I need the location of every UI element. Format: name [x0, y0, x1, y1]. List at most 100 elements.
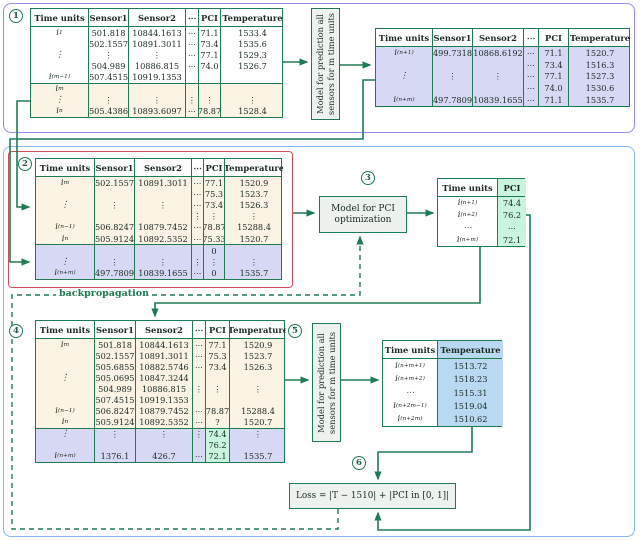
cell: 73.4	[206, 361, 230, 373]
cell: 73.4	[199, 38, 221, 50]
cell: 72.1	[206, 450, 230, 463]
model-pci-label: Model for PCI optimization	[331, 203, 395, 225]
column-header: Time units	[36, 321, 95, 338]
cell	[473, 58, 524, 71]
cell	[199, 71, 221, 83]
cell: 1510.62	[438, 412, 503, 427]
cell: ⋮	[95, 428, 136, 440]
cell	[36, 361, 95, 373]
cell	[186, 71, 199, 83]
cell: ⋯	[186, 38, 199, 50]
cell: 1513.72	[438, 359, 503, 373]
cell: ⋮	[204, 256, 225, 268]
cell: 10839.1655	[473, 94, 524, 106]
cell	[135, 245, 192, 257]
cell: i(n−1)	[36, 405, 95, 417]
cell: 502.1557	[95, 350, 136, 362]
cell: ⋮	[199, 94, 221, 106]
table-row: i(n+1)74.4	[438, 197, 526, 210]
cell: 15288.4	[237, 222, 271, 233]
cell: 1526.3	[243, 361, 273, 372]
cell: ⋯	[524, 58, 539, 71]
cell: 501.818	[89, 27, 129, 39]
cell: ⋮	[36, 256, 95, 268]
cell: 74.0	[539, 82, 569, 95]
cell: 75.3	[204, 188, 225, 200]
cell: 76.2	[206, 439, 230, 451]
cell: 497.7809	[95, 267, 135, 279]
step-number: 4	[13, 326, 19, 336]
cell: i(n+m)	[438, 233, 498, 246]
step-number: 1	[13, 11, 19, 21]
cell: ⋯	[383, 385, 438, 400]
cell: ⋯	[192, 233, 204, 245]
model-prediction-label-bottom: Model for prediction all sensors for m t…	[315, 331, 337, 434]
cell: ⋮	[253, 429, 263, 440]
step-marker-4: 4	[9, 324, 23, 338]
cell: 71.1	[539, 94, 569, 106]
cell: 10844.1613	[136, 339, 193, 351]
cell: 73.4	[539, 58, 569, 71]
cell: ⋮	[89, 49, 129, 61]
cell: ⋯	[186, 60, 199, 72]
cell: ⋮	[192, 210, 204, 222]
cell: ⋮	[36, 372, 95, 384]
wire-history-to-table2	[16, 100, 31, 211]
cell	[95, 439, 136, 451]
cell: ⋯	[524, 82, 539, 95]
cell: 78.87	[204, 221, 225, 234]
cell: ⋮	[193, 428, 206, 440]
cell: ⋮	[31, 94, 89, 106]
cell: ⋮	[135, 256, 192, 268]
column-header: Sensor2	[473, 29, 524, 46]
cell	[31, 60, 89, 72]
cell: ⋯	[186, 49, 199, 61]
cell: 1530.6	[585, 83, 615, 94]
cell: 10891.3011	[135, 177, 192, 189]
cell: ?	[206, 416, 230, 428]
cell	[136, 439, 193, 451]
cell: 502.1557	[89, 38, 129, 50]
cell	[36, 245, 95, 257]
cell: 10891.3011	[136, 350, 193, 362]
cell: 1515.31	[438, 385, 503, 400]
step-number: 3	[365, 173, 371, 183]
column-header: ⋯	[192, 159, 204, 176]
cell: 10879.7452	[135, 221, 192, 234]
cell	[433, 82, 473, 95]
cell: 506.8247	[95, 221, 135, 234]
column-header: Temperature	[438, 341, 503, 358]
cell: 15288.4	[241, 406, 275, 417]
cell: 505.9124	[95, 233, 135, 245]
cell: 10892.5352	[135, 233, 192, 245]
table-row: i(n+m+2)1518.23	[383, 372, 503, 386]
cell: 1523.7	[239, 188, 269, 199]
cell: 71.1	[199, 27, 221, 39]
cell: ⋮	[95, 199, 135, 211]
model-prediction-box-bottom: Model for prediction all sensors for m t…	[312, 323, 341, 442]
cell: 507.4515	[95, 394, 136, 406]
cell	[230, 394, 286, 405]
model-prediction-label: Model for prediction all sensors for m t…	[314, 12, 336, 116]
cell: 77.1	[539, 70, 569, 83]
column-header: Time units	[31, 9, 89, 26]
cell: i(n+2m−1)	[383, 399, 438, 413]
column-header: ⋯	[193, 321, 206, 338]
cell: 1520.9	[239, 177, 269, 188]
cell: ⋮	[376, 70, 433, 83]
table-row: 76.2	[36, 439, 284, 451]
cell: ⋮	[136, 428, 193, 440]
cell	[193, 394, 206, 406]
cell	[206, 394, 230, 406]
cell: ⋯	[192, 188, 204, 200]
column-header: Sensor1	[89, 9, 129, 26]
cell: 10847.3244	[136, 372, 193, 384]
cell: ⋯	[193, 350, 206, 362]
